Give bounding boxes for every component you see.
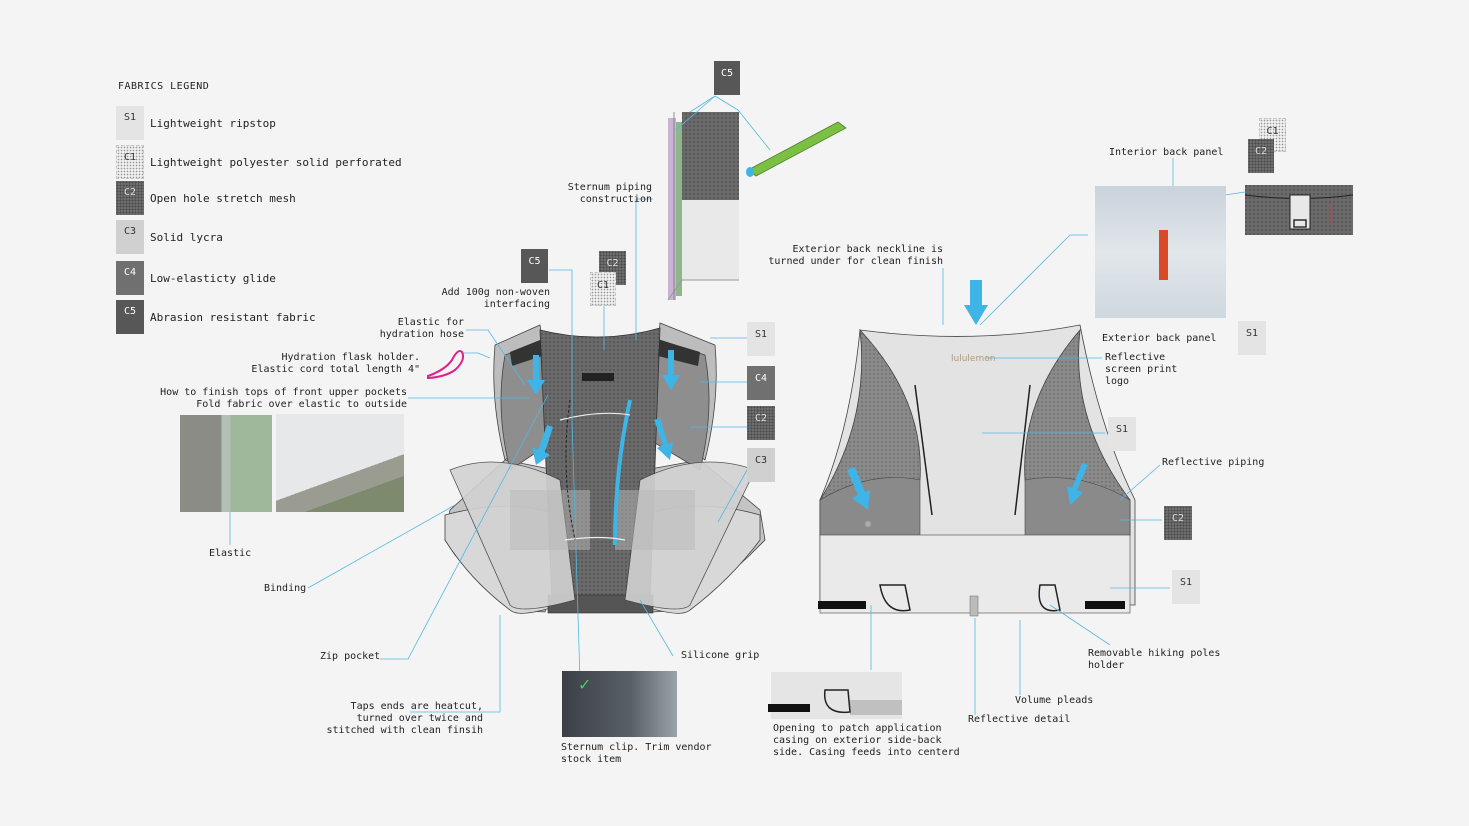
tag-c5-front: C5: [521, 249, 548, 283]
tag-s1-back-low: S1: [1172, 570, 1200, 604]
label-elastic: Elastic: [209, 548, 252, 559]
swatch-c5: C5: [116, 300, 144, 334]
label-opening-patch: Opening to patch application casing on e…: [773, 723, 960, 758]
tag-s1-back-mid: S1: [1108, 417, 1136, 451]
tag-s1-front: S1: [747, 322, 775, 356]
swatch-c3: C3: [116, 220, 144, 254]
piping-construction-diagram: [667, 95, 847, 301]
photo-interior-back-panel: [1095, 186, 1226, 318]
label-volume-pleads: Volume pleads: [1015, 695, 1094, 706]
tag-c2-front-side: C2: [747, 406, 775, 440]
tag-c1-front: C1: [590, 272, 616, 306]
legend-item-s1: S1 Lightweight ripstop: [116, 106, 276, 140]
label-exterior-panel: Exterior back panel: [1102, 333, 1217, 344]
legend-item-c2: C2 Open hole stretch mesh: [116, 181, 296, 215]
legend-label: Lightweight polyester solid perforated: [150, 155, 402, 169]
leader-lines: [229, 158, 1246, 715]
label-reflective-detail: Reflective detail: [968, 714, 1071, 725]
tag-c3-front: C3: [747, 448, 775, 482]
legend-label: Abrasion resistant fabric: [150, 310, 316, 324]
legend-label: Open hole stretch mesh: [150, 191, 296, 205]
legend-item-c1: C1 Lightweight polyester solid perforate…: [116, 145, 402, 179]
swatch-s1: S1: [116, 106, 144, 140]
legend-item-c5: C5 Abrasion resistant fabric: [116, 300, 316, 334]
legend-label: Lightweight ripstop: [150, 116, 276, 130]
legend-label: Low-elasticty glide: [150, 271, 276, 285]
label-reflective-logo: Reflective screen print logo: [1105, 352, 1178, 387]
checkmark-icon: ✓: [578, 675, 592, 694]
label-pocket-tops: How to finish tops of front upper pocket…: [160, 387, 407, 410]
tag-c2-back-detail: C2: [1248, 139, 1274, 173]
legend-label: Solid lycra: [150, 230, 223, 244]
back-panel-detail: [1244, 185, 1354, 235]
tag-c2-back-side: C2: [1164, 506, 1192, 540]
tag-c4-front: C4: [747, 366, 775, 400]
photo-sternum-clip: ✓: [562, 671, 677, 737]
tag-s1-back-top: S1: [1238, 321, 1266, 355]
label-interfacing: Add 100g non-woven interfacing: [441, 287, 550, 310]
label-neckline: Exterior back neckline is turned under f…: [768, 244, 943, 267]
legend-item-c3: C3 Solid lycra: [116, 220, 223, 254]
swatch-c1: C1: [116, 145, 144, 179]
hydration-flask-icon: [427, 350, 465, 380]
swatch-c2: C2: [116, 181, 144, 215]
legend-item-c4: C4 Low-elasticty glide: [116, 261, 276, 295]
opening-detail: [768, 672, 902, 719]
vest-back-view: [818, 280, 1136, 617]
label-interior-panel: Interior back panel: [1109, 147, 1224, 158]
photo-pocket-fold-1: [180, 415, 272, 512]
label-sternum-clip: Sternum clip. Trim vendor stock item: [561, 742, 712, 765]
legend-title: FABRICS LEGEND: [118, 81, 210, 92]
lululemon-logo: lululemon: [951, 354, 996, 364]
swatch-c4: C4: [116, 261, 144, 295]
label-zip-pocket: Zip pocket: [320, 651, 381, 662]
label-flask-holder: Hydration flask holder. Elastic cord tot…: [251, 352, 420, 375]
photo-pocket-fold-2: [276, 414, 404, 512]
tag-c5-top: C5: [714, 61, 740, 95]
label-tape-ends: Taps ends are heatcut, turned over twice…: [326, 701, 483, 736]
vest-front-view: [444, 322, 766, 614]
label-elastic-hose: Elastic for hydration hose: [379, 317, 464, 340]
label-silicone-grip: Silicone grip: [681, 650, 760, 661]
label-binding: Binding: [264, 583, 307, 594]
label-hiking-poles: Removable hiking poles holder: [1088, 648, 1221, 671]
label-sternum-piping: Sternum piping construction: [567, 182, 652, 205]
label-reflective-piping: Reflective piping: [1162, 457, 1265, 468]
